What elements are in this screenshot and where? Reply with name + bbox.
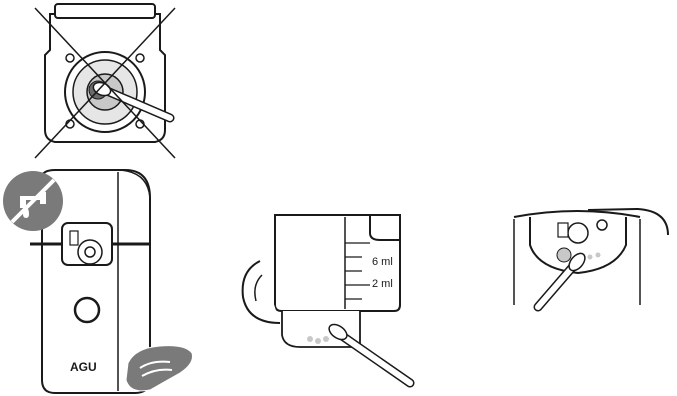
measure-label-upper: 6 ml: [372, 256, 393, 268]
open-top-illustration: [513, 207, 669, 312]
forbidden-cross-icon: [34, 7, 176, 159]
measure-label-lower: 2 ml: [372, 278, 393, 290]
panel-tank-swab: 6 ml 2 ml: [240, 205, 420, 393]
device-illustration: AGU: [3, 169, 193, 394]
cotton-swab-icon: [328, 323, 415, 388]
brand-logo: AGU: [70, 360, 97, 374]
panel-nozzle-crossed: [30, 0, 180, 160]
nozzle-illustration: [34, 3, 176, 159]
cotton-swab-icon: [533, 252, 586, 312]
tank-illustration: 6 ml 2 ml: [241, 214, 415, 388]
no-water-icon: [3, 171, 63, 231]
panel-device-wipe: AGU: [0, 168, 195, 396]
panel-open-top-swab: [508, 205, 676, 315]
wipe-hand-icon: [125, 345, 193, 392]
